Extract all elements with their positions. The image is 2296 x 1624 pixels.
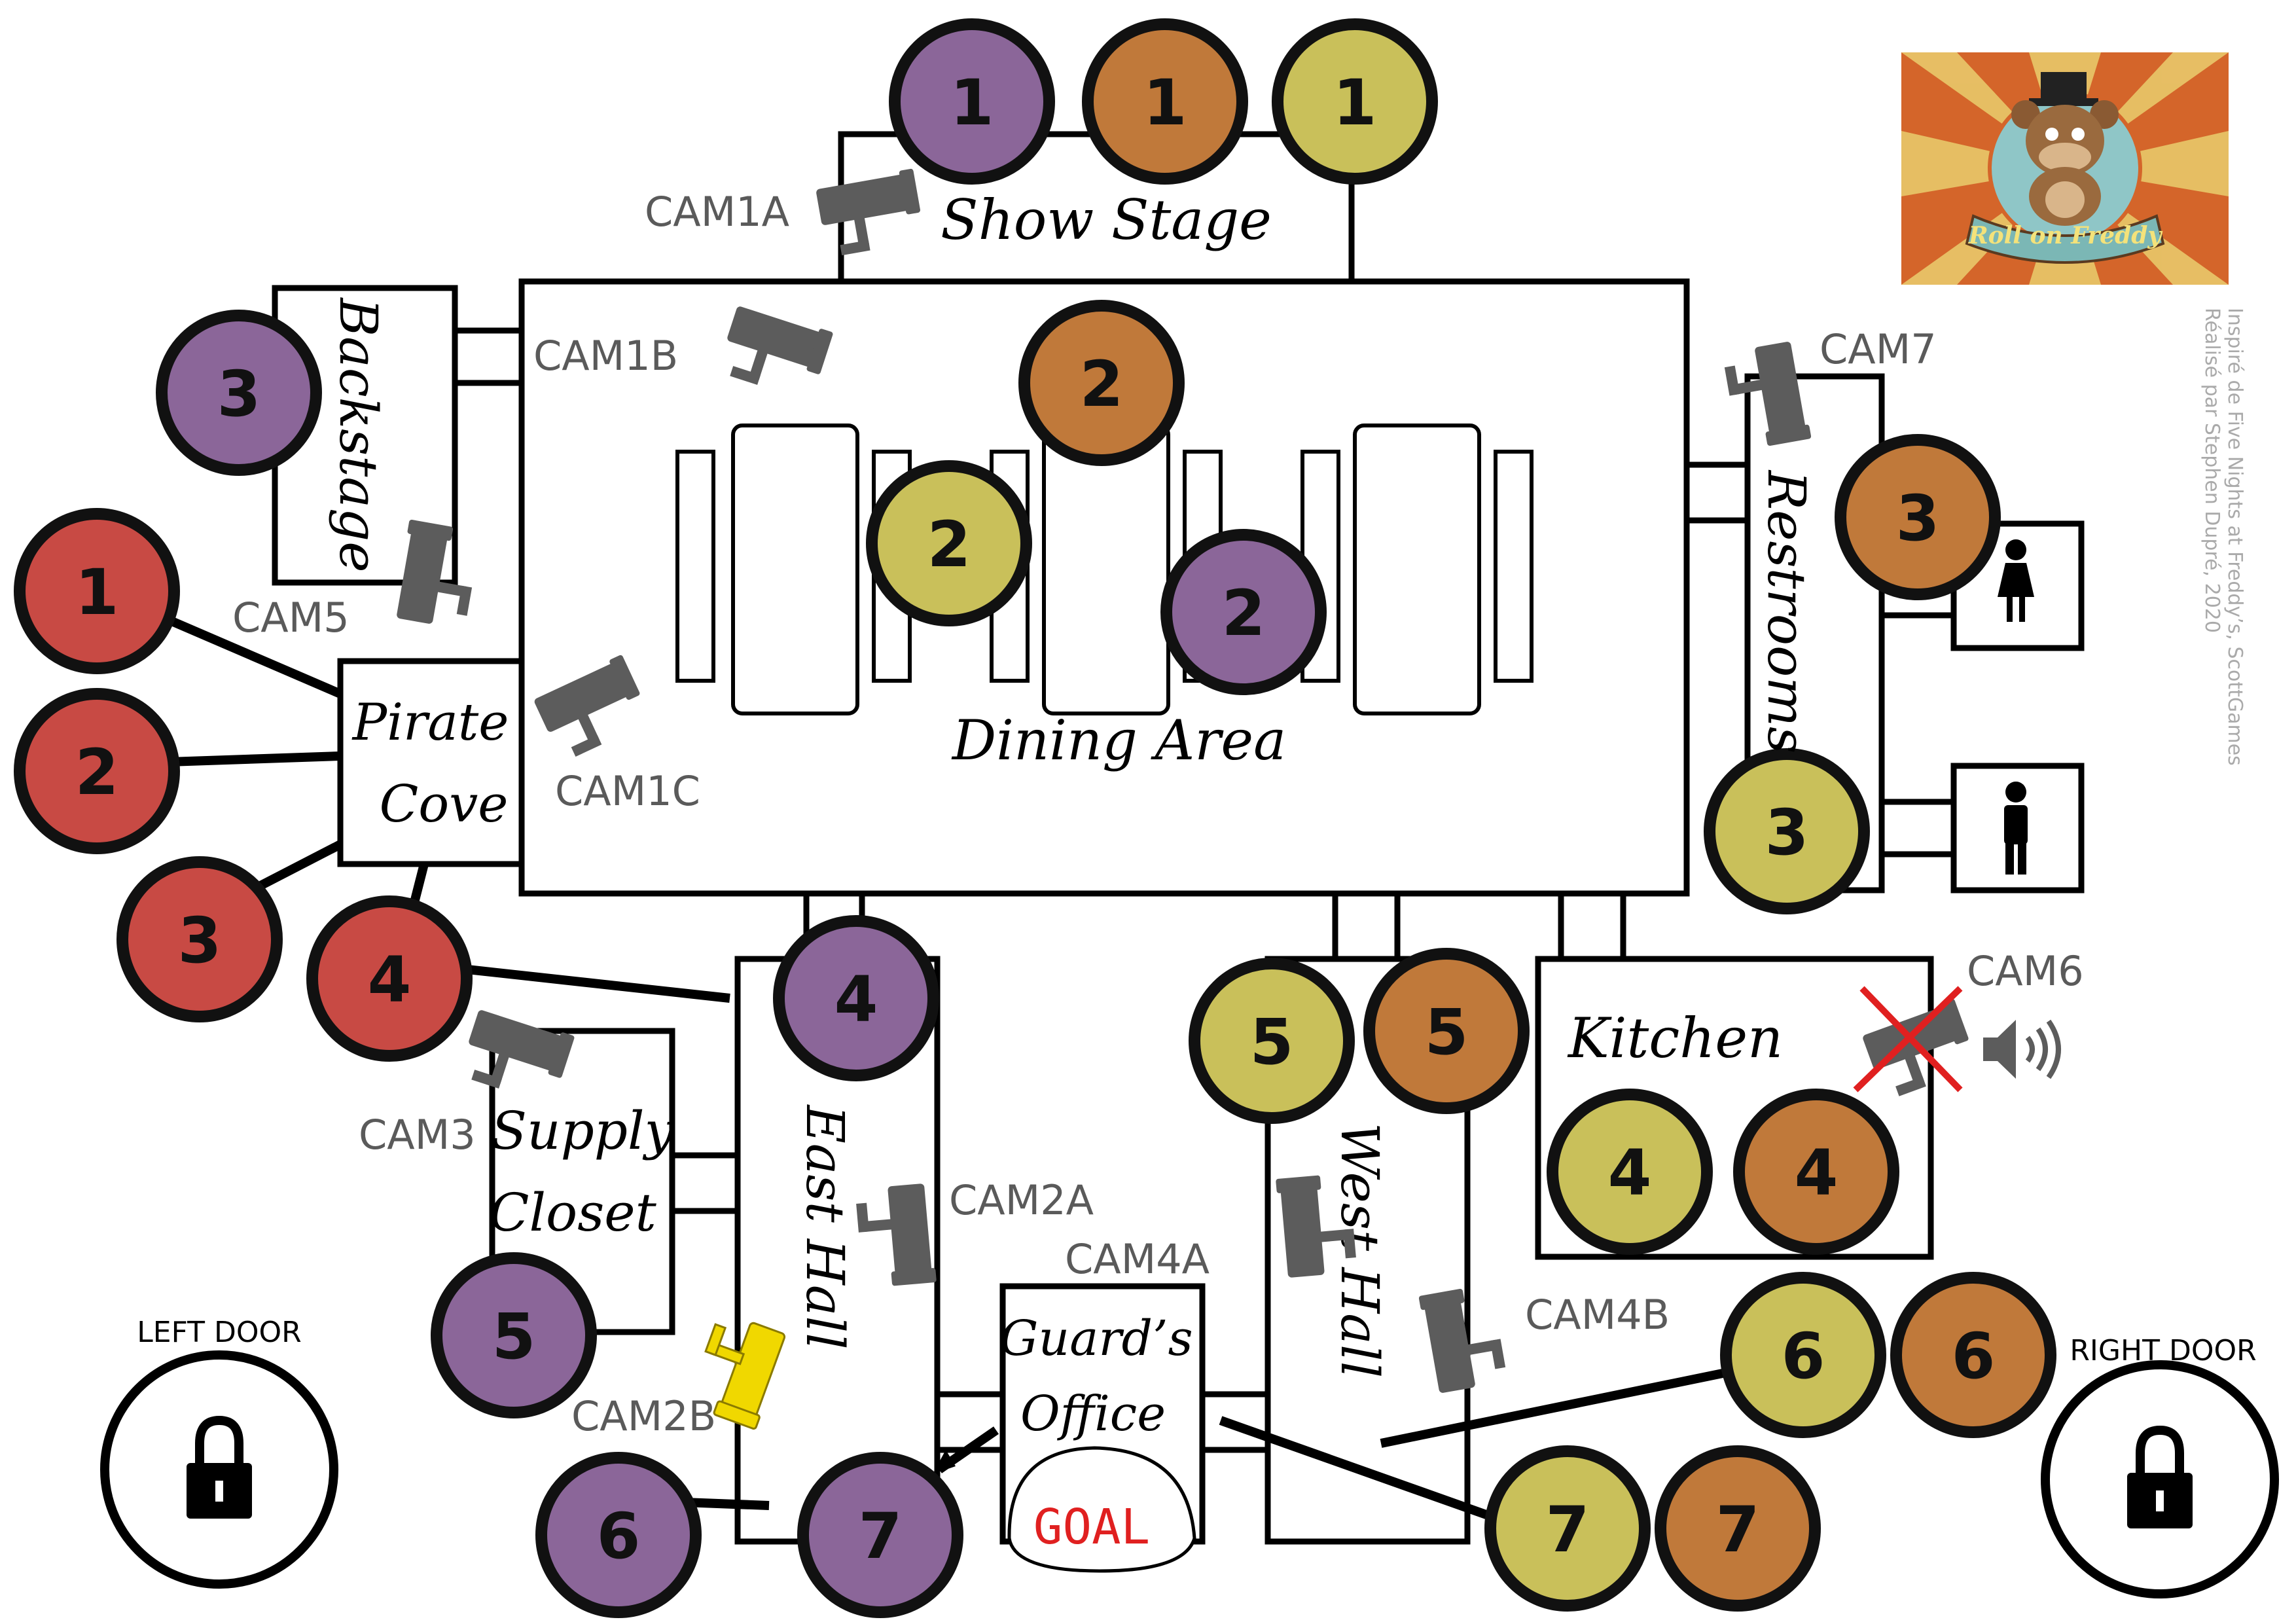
spot-red-3[interactable]: 3 [117,856,283,1022]
path-lines [149,607,1782,1533]
spot-number: 4 [1795,1136,1839,1210]
credit-line-2: Réalisé par Stephen Dupré, 2020 [2200,308,2223,633]
spot-yellow-7[interactable]: 7 [1484,1445,1651,1612]
goal-marker[interactable]: GOAL [1007,1446,1196,1573]
camera-disabled-icon [1853,986,1963,1092]
spot-orange-4[interactable]: 4 [1733,1089,1899,1255]
pirate-cove-label-2: Cove [380,775,509,834]
supply-closet-label-1: Supply [491,1100,675,1161]
spot-orange-6[interactable]: 6 [1890,1272,2056,1438]
spot-number: 2 [1222,577,1266,650]
camera-cam7-icon[interactable] [1722,340,1812,452]
spot-number: 1 [950,66,994,139]
spot-number: 7 [859,1500,903,1573]
freddy-mascot-icon [2011,72,2119,226]
credits: Inspiré de Five Nights at Freddy’s, Scot… [2200,308,2246,766]
right-door[interactable]: RIGHT DOOR [2041,1334,2279,1598]
cam2a-label: CAM2A [949,1176,1094,1224]
spot-red-2[interactable]: 2 [14,688,180,854]
spot-number: 3 [1896,482,1940,555]
logo-text: Roll on Freddy [1968,222,2163,249]
spot-number: 3 [178,904,222,977]
spot-purple-7[interactable]: 7 [797,1452,963,1618]
cam6-label: CAM6 [1967,947,2084,995]
spot-number: 1 [75,556,119,629]
backstage-label: Backstage [328,297,389,572]
spot-number: 4 [1608,1136,1652,1210]
cam5-label: CAM5 [232,594,350,641]
spot-number: 4 [368,943,412,1017]
cam1c-label: CAM1C [555,767,700,815]
spot-number: 3 [1765,796,1809,869]
spot-purple-5[interactable]: 5 [431,1252,597,1418]
credit-line-1: Inspiré de Five Nights at Freddy’s, Scot… [2223,308,2246,766]
spot-orange-5[interactable]: 5 [1363,948,1530,1114]
female-icon [1998,539,2034,622]
spot-number: 5 [492,1300,536,1373]
spot-yellow-4[interactable]: 4 [1547,1089,1713,1255]
cam1b-label: CAM1B [533,332,678,380]
spot-purple-4[interactable]: 4 [773,915,939,1081]
spot-purple-6[interactable]: 6 [535,1452,702,1618]
spot-number: 3 [217,357,261,431]
cam1a-label: CAM1A [645,188,789,236]
mens-restroom [1950,763,2085,893]
pirate-cove-room [337,658,525,867]
spot-orange-2[interactable]: 2 [1018,300,1185,466]
spot-number: 1 [1143,66,1187,139]
spot-number: 5 [1425,996,1469,1069]
lock-icon [187,1415,252,1519]
spot-number: 6 [1952,1320,1996,1393]
goal-label: GOAL [1033,1499,1150,1555]
west-hall-label: West Hall [1329,1123,1390,1378]
spot-purple-2[interactable]: 2 [1160,529,1327,695]
left-door[interactable]: LEFT DOOR [100,1316,338,1589]
cam2b-label: CAM2B [571,1392,716,1440]
cam4b-label: CAM4B [1525,1291,1670,1339]
spot-yellow-6[interactable]: 6 [1720,1272,1886,1438]
dining-area-label: Dining Area [951,708,1286,772]
restrooms-label: Restrooms [1756,469,1817,753]
spot-number: 6 [597,1500,641,1573]
spot-yellow-1[interactable]: 1 [1272,18,1438,185]
east-hall-label: East Hall [795,1104,855,1349]
spot-number: 7 [1546,1493,1590,1566]
spot-number: 1 [1333,66,1377,139]
spot-number: 2 [75,736,119,809]
lock-icon [2127,1425,2193,1528]
left-door-label: LEFT DOOR [137,1316,301,1349]
pirate-cove-label-1: Pirate [351,693,509,752]
room-labels: Show Stage Dining Area Backstage Pirate … [328,188,1817,1442]
kitchen-label: Kitchen [1567,1006,1783,1070]
cam7-label: CAM7 [1820,325,1937,373]
spot-purple-1[interactable]: 1 [889,18,1055,185]
male-icon [2004,782,2028,875]
spot-number: 2 [927,508,971,581]
spot-orange-1[interactable]: 1 [1082,18,1248,185]
spot-orange-3[interactable]: 3 [1835,434,2001,600]
show-stage-label: Show Stage [941,188,1272,252]
spot-number: 7 [1716,1493,1760,1566]
spot-number: 4 [834,963,878,1036]
cam3-label: CAM3 [359,1111,476,1159]
spot-number: 2 [1080,348,1124,421]
spots-layer: 1 3 2 4 5 6 7 1 2 3 5 4 6 7 1 2 3 5 4 6 … [14,18,2056,1618]
spot-number: 5 [1250,1005,1294,1079]
cam4a-label: CAM4A [1065,1235,1210,1283]
speaker-icon[interactable] [1983,1019,2061,1079]
spot-purple-3[interactable]: 3 [156,310,322,476]
spot-red-4[interactable]: 4 [306,895,473,1062]
spot-orange-7[interactable]: 7 [1655,1445,1821,1612]
spot-red-1[interactable]: 1 [14,508,180,674]
supply-closet-label-2: Closet [489,1182,656,1243]
guards-office-label-2: Office [1020,1386,1166,1442]
guards-office-label-1: Guard’s [999,1310,1193,1367]
spot-yellow-2[interactable]: 2 [866,460,1032,626]
spot-number: 6 [1782,1320,1825,1393]
game-logo: Roll on Freddy [1901,52,2229,285]
spot-yellow-5[interactable]: 5 [1189,958,1355,1124]
spot-yellow-3[interactable]: 3 [1704,748,1870,914]
camera-labels: CAM1A CAM1B CAM1C CAM2A CAM2B CAM3 CAM4A… [232,188,2084,1440]
